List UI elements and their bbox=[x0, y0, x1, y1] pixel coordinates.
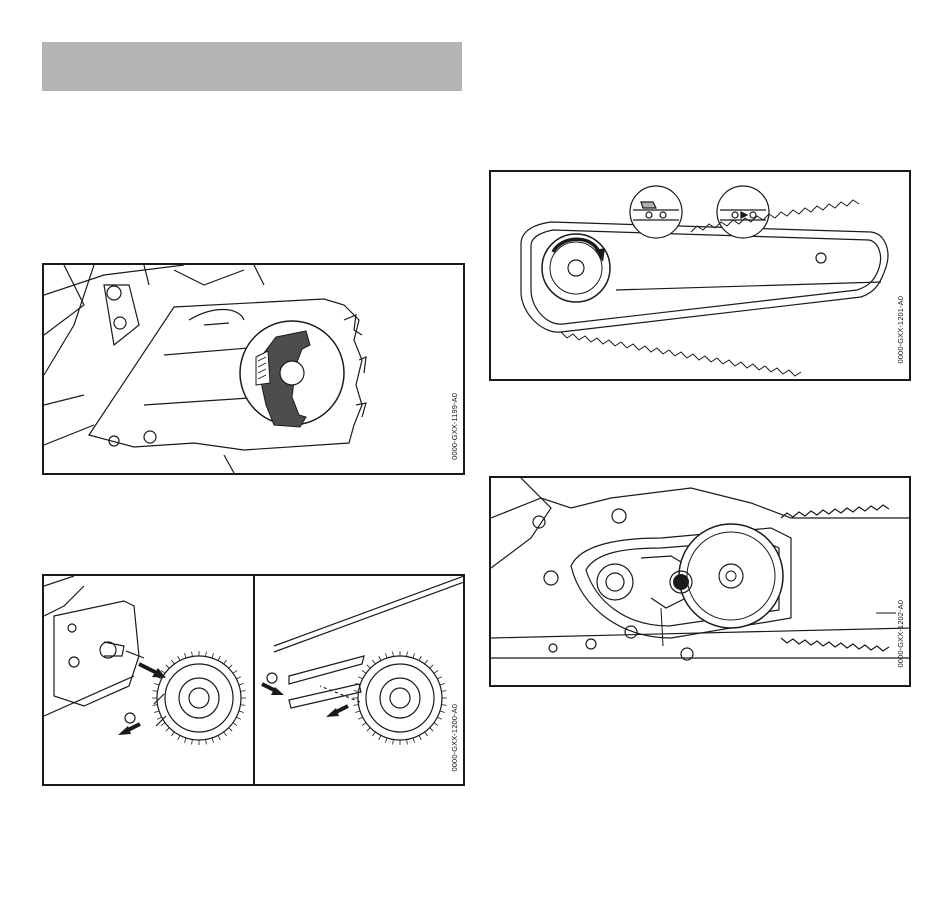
figure-code: 0000-GXX-1201-A0 bbox=[896, 296, 905, 363]
illustration-chain-on-bar bbox=[491, 172, 909, 379]
figure-chain-on-bar: 0000-GXX-1201-A0 bbox=[489, 170, 911, 381]
figure-code: 0000-GXX-1199-A0 bbox=[450, 393, 459, 460]
figure-code: 0000-GXX-1202-A0 bbox=[896, 600, 905, 667]
illustration-sprocket-removal bbox=[44, 576, 463, 784]
figure-chain-tensioner: 0000-GXX-1202-A0 bbox=[489, 476, 911, 687]
figure-sprocket-cover: 0000-GXX-1199-A0 bbox=[42, 263, 465, 475]
figure-sprocket-removal: 0000-GXX-1200-A0 bbox=[42, 574, 465, 786]
figure-code: 0000-GXX-1200-A0 bbox=[450, 704, 459, 771]
illustration-sprocket-cover bbox=[44, 265, 463, 473]
section-header-bar bbox=[42, 42, 462, 91]
illustration-chain-tensioner bbox=[491, 478, 909, 685]
